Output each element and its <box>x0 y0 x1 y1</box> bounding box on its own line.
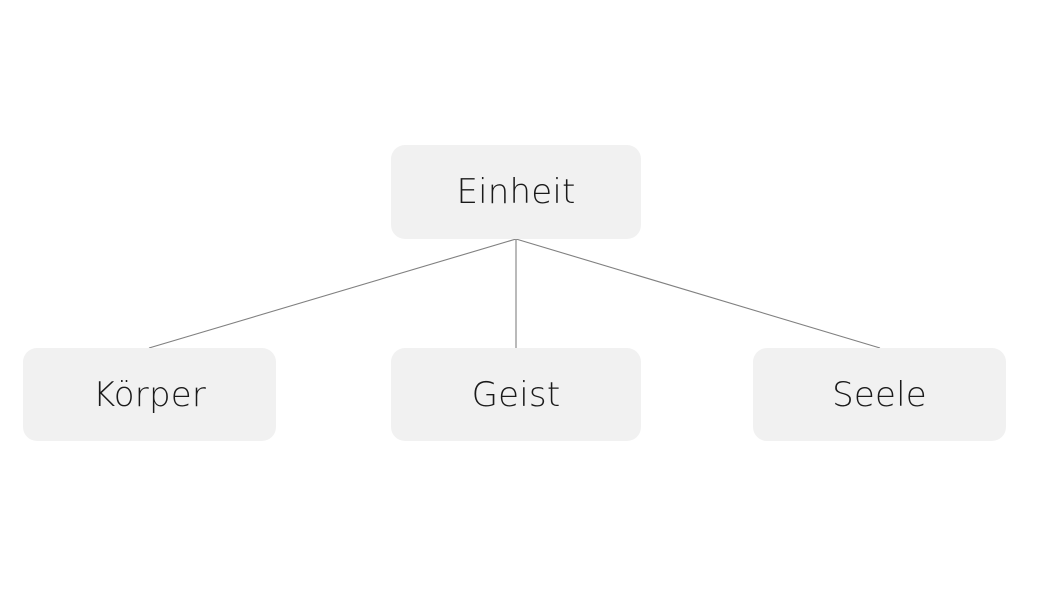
node-koerper-label: Körper <box>92 374 207 415</box>
edge-einheit-to-seele <box>515 238 881 349</box>
node-seele[interactable]: Seele <box>753 348 1006 441</box>
node-einheit[interactable]: Einheit <box>391 145 641 239</box>
node-koerper[interactable]: Körper <box>23 348 276 441</box>
node-geist[interactable]: Geist <box>391 348 641 441</box>
node-einheit-label: Einheit <box>456 172 576 212</box>
node-seele-label: Seele <box>832 374 927 415</box>
edge-einheit-to-koerper <box>148 238 517 349</box>
node-geist-label: Geist <box>471 374 561 415</box>
